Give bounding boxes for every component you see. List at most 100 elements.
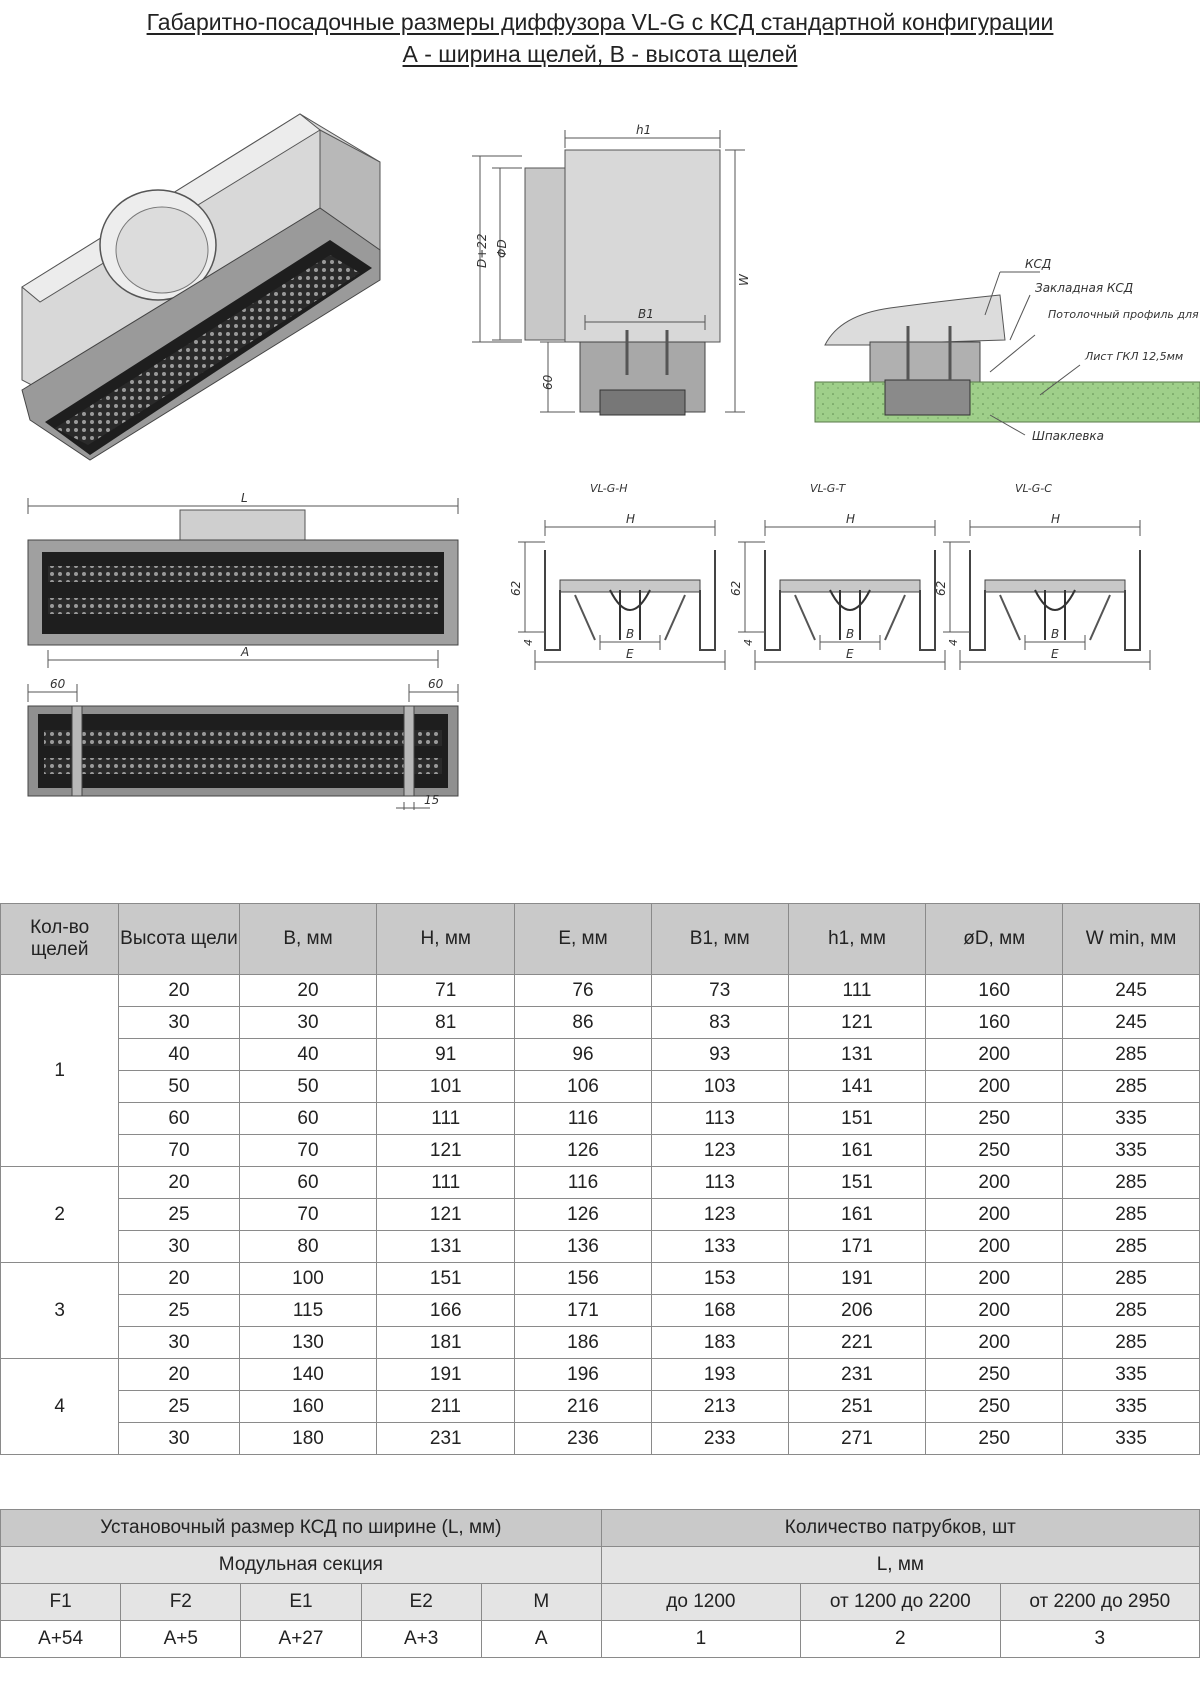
- installation-value-cell: A+27: [240, 1620, 362, 1658]
- table-cell: 151: [787, 1166, 927, 1199]
- table-cell: 285: [1062, 1326, 1200, 1359]
- table-cell: 181: [376, 1326, 516, 1359]
- table-cell: 71: [376, 974, 516, 1007]
- table-cell: 136: [514, 1230, 652, 1263]
- dim-h-line: [969, 520, 1141, 536]
- label-h1: h1: [636, 123, 651, 137]
- dim-e-line: [959, 650, 1151, 670]
- dim-e-line: [534, 650, 726, 670]
- table-cell: 171: [787, 1230, 927, 1263]
- column-header: W min, мм: [1062, 903, 1200, 975]
- label-putty: Шпаклевка: [1032, 429, 1104, 443]
- dim-h-line: [764, 520, 936, 536]
- table-cell: 123: [650, 1134, 789, 1167]
- installation-column-label: до 1200: [600, 1583, 802, 1621]
- installation-value-cell: 3: [999, 1620, 1200, 1658]
- table-cell: 60: [118, 1102, 240, 1135]
- dim-h-line: [544, 520, 716, 536]
- frame-profile: [764, 550, 936, 651]
- table-cell: 200: [925, 1070, 1064, 1103]
- table-cell: 60: [238, 1102, 378, 1135]
- label-b: B: [846, 627, 854, 641]
- table-cell: 111: [376, 1166, 516, 1199]
- table-cell: 30: [238, 1006, 378, 1039]
- slot-count-cell: 2: [0, 1166, 120, 1263]
- table-cell: 251: [787, 1390, 927, 1423]
- isometric-view: [21, 113, 381, 461]
- table-cell: 231: [376, 1422, 516, 1455]
- column-header: E, мм: [514, 903, 652, 975]
- table-cell: 106: [514, 1070, 652, 1103]
- label-ceiling-profile: Потолочный профиль для ГКЛ 28x27: [1048, 308, 1200, 321]
- label-62: 62: [934, 581, 948, 596]
- table-cell: 20: [118, 1358, 240, 1391]
- table-cell: 221: [787, 1326, 927, 1359]
- side-section-view: h1 ΦD D+22 W B1 60: [472, 123, 751, 416]
- table-cell: 161: [787, 1134, 927, 1167]
- column-header: H, мм: [376, 903, 516, 975]
- table-cell: 250: [925, 1102, 1064, 1135]
- table-cell: 20: [118, 974, 240, 1007]
- table-cell: 335: [1062, 1102, 1200, 1135]
- page-title: Габаритно-посадочные размеры диффузора V…: [0, 6, 1200, 70]
- label-4: 4: [522, 639, 535, 646]
- dim-e-line: [754, 650, 946, 670]
- table-cell: 81: [376, 1006, 516, 1039]
- label-e: E: [846, 647, 854, 661]
- table-cell: 133: [650, 1230, 789, 1263]
- label-d22: D+22: [475, 233, 489, 268]
- table-cell: 100: [238, 1262, 378, 1295]
- technical-drawings: h1 ΦD D+22 W B1 60 КСД Закладная КСД Пот…: [21, 113, 1200, 810]
- table-cell: 141: [787, 1070, 927, 1103]
- table-cell: 231: [787, 1358, 927, 1391]
- table-cell: 80: [238, 1230, 378, 1263]
- variant-name: VL-G-H: [590, 482, 628, 495]
- installation-subheader-row: Модульная секция L, мм: [0, 1546, 1200, 1584]
- diffuser-top: [984, 579, 1126, 593]
- dim-62-line: [738, 541, 765, 633]
- dim-b-line: [599, 635, 661, 650]
- table-cell: 131: [376, 1230, 516, 1263]
- label-60-left: 60: [50, 677, 66, 691]
- table-cell: 160: [925, 974, 1064, 1007]
- installation-header-row: Установочный размер КСД по ширине (L, мм…: [0, 1509, 1200, 1547]
- slot-count-cell: 1: [0, 974, 120, 1167]
- table-cell: 20: [118, 1166, 240, 1199]
- table-cell: 156: [514, 1262, 652, 1295]
- label-w: W: [737, 273, 751, 286]
- label-60-right: 60: [428, 677, 444, 691]
- label-diameter: ΦD: [495, 239, 509, 258]
- label-4: 4: [947, 639, 960, 646]
- installation-size-header: Установочный размер КСД по ширине (L, мм…: [0, 1509, 602, 1547]
- installation-value-cell: A+3: [360, 1620, 482, 1658]
- table-cell: 20: [118, 1262, 240, 1295]
- table-cell: 50: [238, 1070, 378, 1103]
- front-view: L A: [27, 491, 459, 668]
- table-cell: 111: [376, 1102, 516, 1135]
- table-cell: 73: [650, 974, 789, 1007]
- table-cell: 250: [925, 1358, 1064, 1391]
- table-cell: 113: [650, 1102, 789, 1135]
- table-cell: 91: [376, 1038, 516, 1071]
- dim-b-line: [1024, 635, 1086, 650]
- installation-column-label: F2: [120, 1583, 242, 1621]
- table-cell: 200: [925, 1230, 1064, 1263]
- table-cell: 20: [238, 974, 378, 1007]
- table-cell: 168: [650, 1294, 789, 1327]
- table-cell: 233: [650, 1422, 789, 1455]
- table-cell: 335: [1062, 1422, 1200, 1455]
- installation-column-label: E1: [240, 1583, 362, 1621]
- label-15: 15: [424, 793, 439, 807]
